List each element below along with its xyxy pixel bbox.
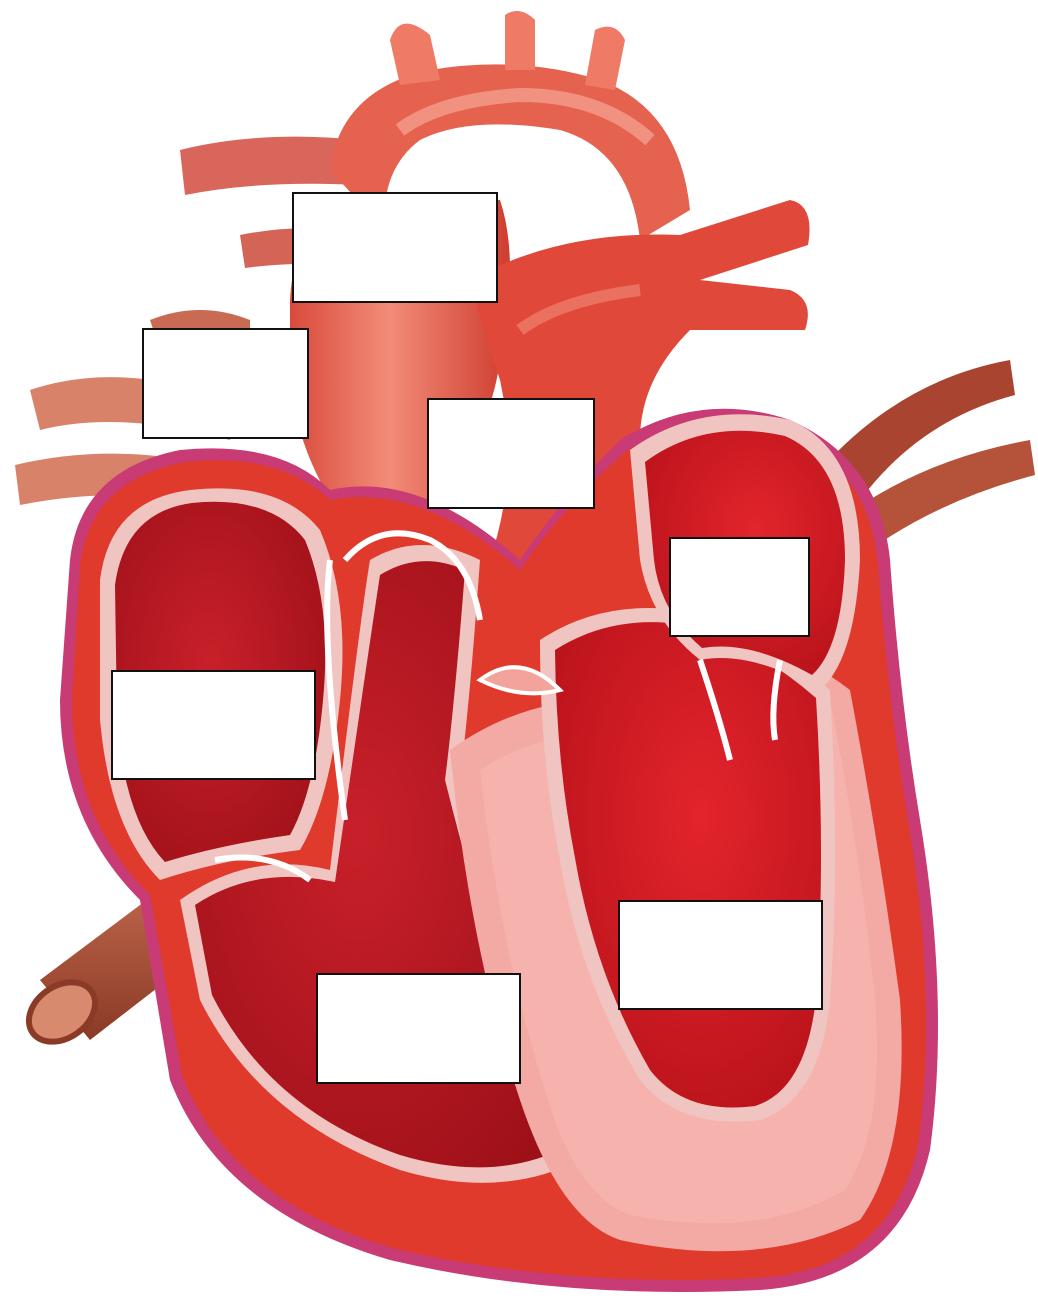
label-box-left-ventricle[interactable] bbox=[618, 900, 823, 1010]
label-box-superior-vena-cava[interactable] bbox=[142, 328, 309, 439]
label-box-pulmonary-artery[interactable] bbox=[427, 398, 595, 509]
label-box-left-atrium[interactable] bbox=[669, 537, 810, 637]
label-box-right-atrium[interactable] bbox=[111, 670, 316, 780]
label-box-aorta[interactable] bbox=[292, 192, 498, 303]
label-box-right-ventricle[interactable] bbox=[316, 973, 521, 1084]
